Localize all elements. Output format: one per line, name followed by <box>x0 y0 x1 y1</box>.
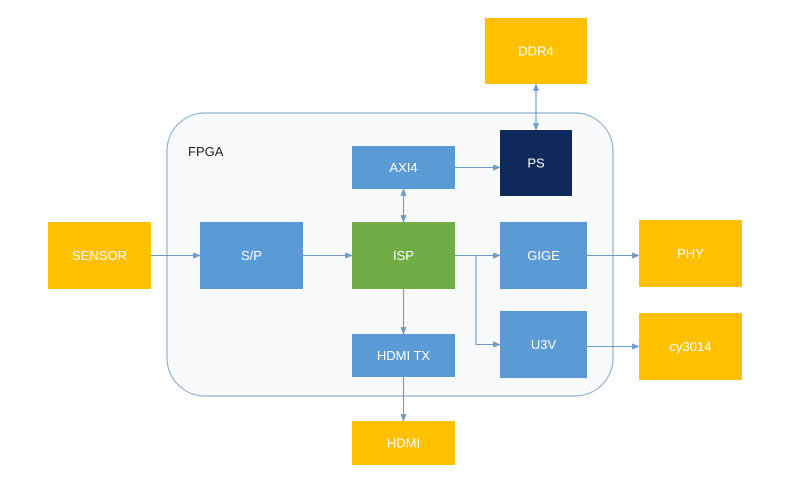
phy-label: PHY <box>677 246 704 261</box>
u3v-box <box>500 311 587 378</box>
sensor-box <box>48 222 151 289</box>
edge-isp-to-u3v <box>475 255 501 348</box>
isp-box <box>352 222 455 289</box>
sensor-block: SENSOR <box>48 222 151 289</box>
hdmi-box <box>352 421 455 465</box>
gige-box <box>500 222 587 289</box>
hdmi-tx-label: HDMI TX <box>377 348 431 363</box>
isp-label: ISP <box>393 248 414 263</box>
cy3014-label: cy3014 <box>670 339 712 354</box>
sp-label: S/P <box>241 248 262 263</box>
axi4-block: AXI4 <box>352 146 455 189</box>
ddr4-label: DDR4 <box>518 44 553 59</box>
ddr4-box <box>485 18 587 84</box>
connections <box>151 83 640 422</box>
phy-box <box>639 220 742 287</box>
sp-block: S/P <box>200 222 303 289</box>
u3v-block: U3V <box>500 311 587 378</box>
hdmi-block: HDMI <box>352 421 455 465</box>
fpga-region-label: FPGA <box>188 144 224 159</box>
sensor-label: SENSOR <box>72 248 127 263</box>
sp-box <box>200 222 303 289</box>
gige-label: GIGE <box>527 248 560 263</box>
ps-box <box>500 130 572 196</box>
ps-label: PS <box>527 156 545 171</box>
hdmi-tx-block: HDMI TX <box>352 334 455 377</box>
u3v-label: U3V <box>531 337 557 352</box>
ddr4-block: DDR4 <box>485 18 587 84</box>
hdmi-tx-box <box>352 334 455 377</box>
cy3014-block: cy3014 <box>639 313 742 380</box>
ps-block: PS <box>500 130 572 196</box>
isp-block: ISP <box>352 222 455 289</box>
axi4-label: AXI4 <box>389 160 417 175</box>
axi4-box <box>352 146 455 189</box>
hdmi-label: HDMI <box>387 436 420 451</box>
phy-block: PHY <box>639 220 742 287</box>
gige-block: GIGE <box>500 222 587 289</box>
blocks: SENSOR S/P ISP AXI4 PS DDR4 GIGE U3V <box>48 18 742 465</box>
cy3014-box <box>639 313 742 380</box>
